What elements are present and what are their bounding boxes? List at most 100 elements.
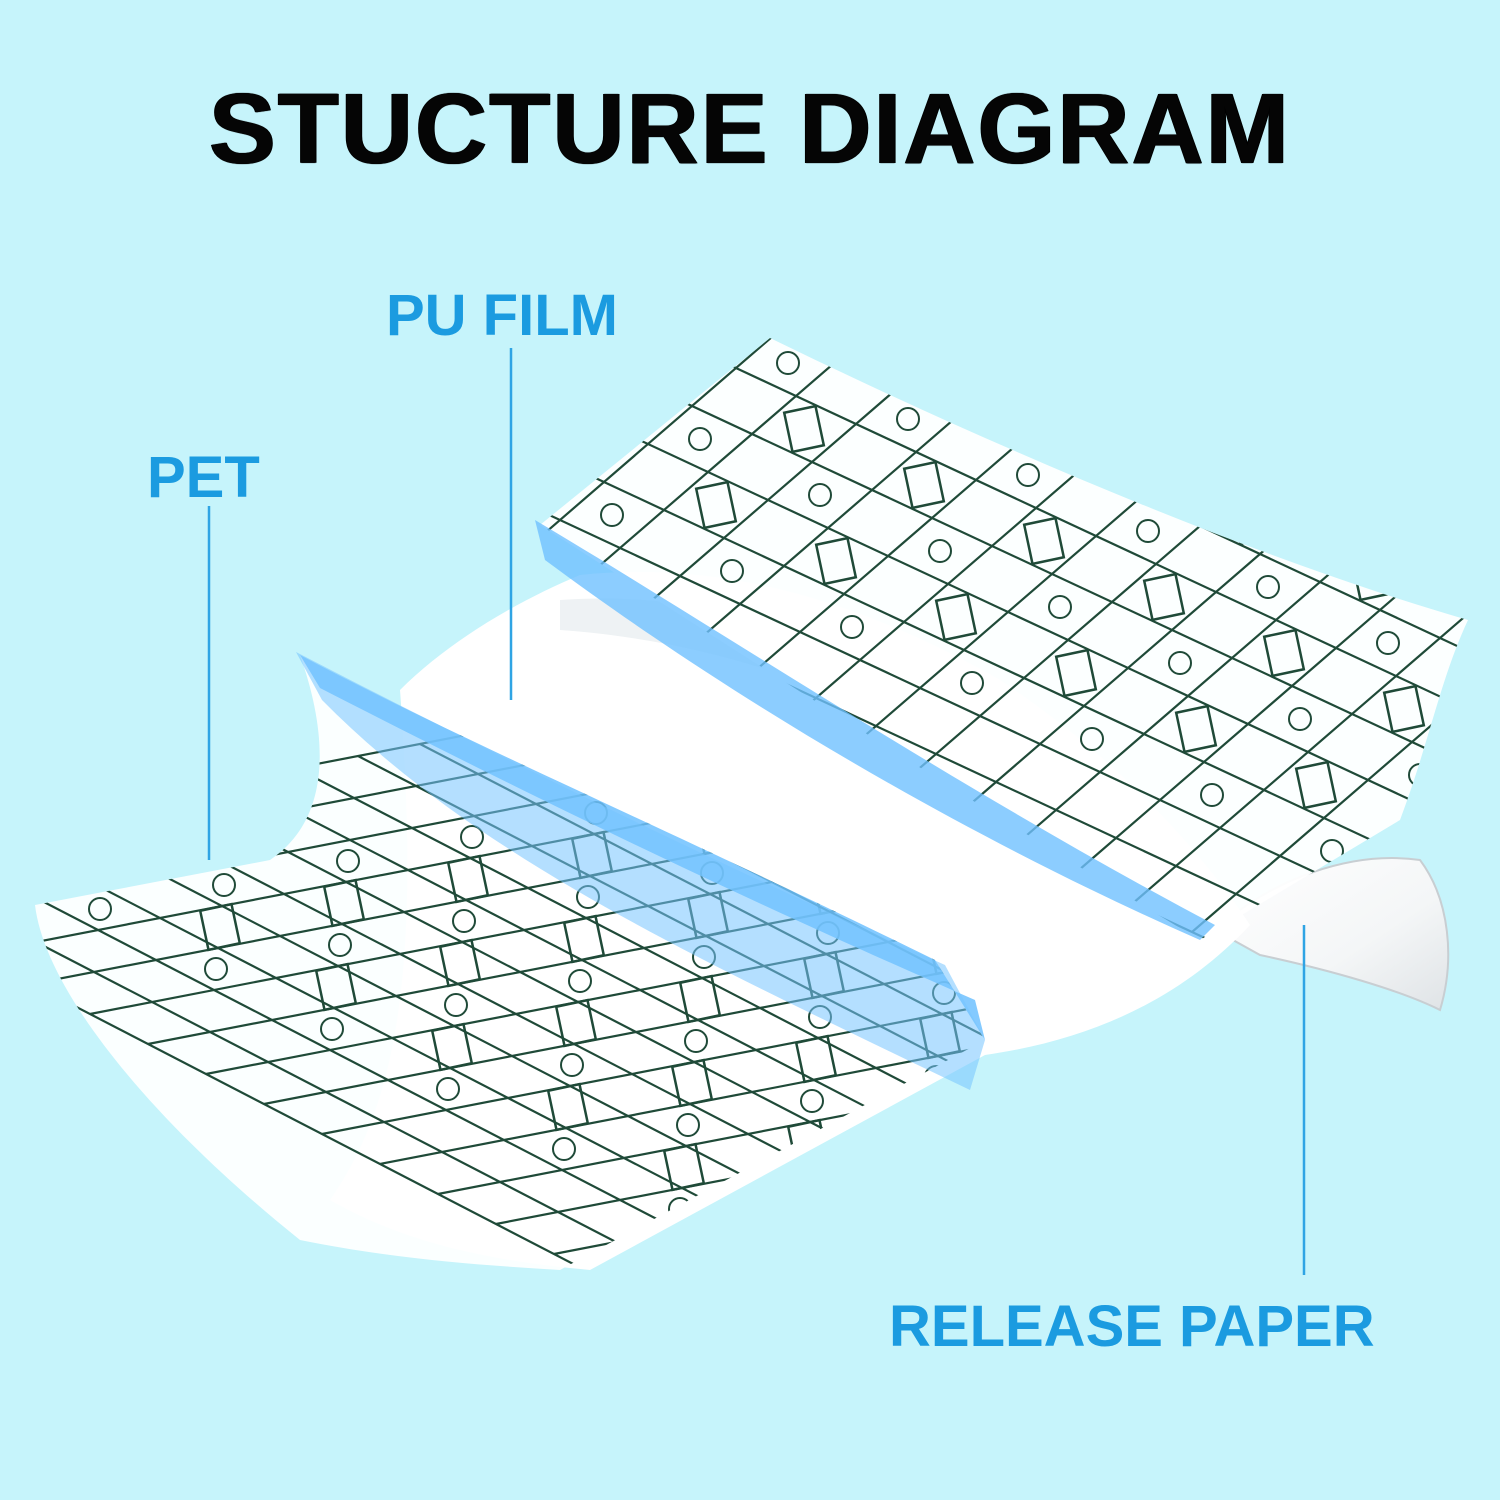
peel-symbol-icon [814,536,858,586]
peel-symbol-icon [430,1022,474,1072]
peel-symbol-icon [1198,364,1242,414]
peel-symbol-icon [1382,684,1426,734]
peel-symbol-icon [678,974,722,1024]
label-pet: PET [147,445,260,510]
do-not-reuse-symbol [328,933,352,957]
grid-line [437,976,985,1196]
peel-symbol-icon [1142,572,1186,622]
do-not-reuse-symbol [1200,783,1224,807]
do-not-reuse-symbol [1049,1042,1071,1064]
do-not-reuse-symbol [600,503,624,527]
page-title: STUCTURE DIAGRAM [209,73,1291,185]
pet-edge-stripe-left-band [296,652,985,1090]
do-not-reuse-symbol [204,957,228,981]
peel-symbol-icon [1152,1132,1192,1178]
peel-symbol-icon [1318,420,1362,470]
do-not-reuse-symbol [460,825,484,849]
peel-symbol-icon [870,338,914,378]
do-not-reuse-symbol [1289,1078,1311,1100]
do-not-reuse-symbol [1376,631,1400,655]
do-not-reuse-symbol [676,1113,700,1137]
peel-symbol-icon [1078,338,1122,358]
do-not-reuse-symbol [1297,994,1319,1016]
do-not-reuse-symbol [336,849,360,873]
do-not-reuse-symbol [1224,443,1248,467]
do-not-reuse-symbol [1256,575,1280,599]
do-not-reuse-symbol [960,671,984,695]
peel-symbol-icon [1472,610,1500,656]
do-not-reuse-symbol [320,1017,344,1041]
do-not-reuse-symbol [1048,595,1072,619]
do-not-reuse-symbol [444,993,468,1017]
grid-line [615,338,1468,817]
peel-symbol-icon [1160,1048,1200,1094]
grid-line [571,349,1468,855]
peel-symbol-icon [1022,516,1066,566]
peel-symbol-icon [554,998,598,1048]
pet-edge-stripe-right [535,520,1215,940]
peel-symbol-icon [546,1082,590,1132]
do-not-reuse-symbol [1288,707,1312,731]
pet-sheet-left [35,652,1440,1270]
do-not-reuse-symbol [436,1077,460,1101]
do-not-reuse-symbol [88,897,112,921]
peel-symbol-icon [1110,440,1154,490]
peel-symbol-icon [960,254,1000,300]
do-not-reuse-symbol [916,1149,940,1173]
do-not-reuse-symbol [840,615,864,639]
do-not-reuse-symbol [808,483,832,507]
peel-symbol-icon [1400,1084,1440,1130]
do-not-reuse-symbol [800,1089,824,1113]
do-not-reuse-symbol [452,909,476,933]
peel-symbol-icon [1294,760,1338,810]
do-not-reuse-symbol [792,1173,816,1197]
do-not-reuse-symbol [1168,651,1192,675]
do-not-reuse-symbol [552,1137,576,1161]
do-not-reuse-symbol [896,407,920,431]
peel-symbol-icon [670,1058,714,1108]
peel-symbol-icon [902,460,946,510]
peel-symbol-icon [1028,1156,1068,1202]
do-not-reuse-symbol [720,559,744,583]
peel-symbol-icon [322,878,366,928]
do-not-reuse-symbol [1016,463,1040,487]
do-not-reuse-symbol [1080,727,1104,751]
peel-symbol-icon [934,592,978,642]
do-not-reuse-symbol [1104,387,1128,411]
peel-symbol-icon [562,914,606,964]
do-not-reuse-symbol [1464,555,1468,579]
peel-symbol-icon [662,1142,706,1192]
do-not-reuse-symbol [568,969,592,993]
label-release-paper: RELEASE PAPER [889,1294,1375,1359]
peel-symbol-icon [782,404,826,454]
do-not-reuse-symbol [560,1053,584,1077]
peel-symbol-icon [794,1034,838,1084]
do-not-reuse-symbol [1136,519,1160,543]
peel-symbol-icon [1276,1108,1316,1154]
peel-symbol-icon [314,962,358,1012]
peel-symbol-icon [1230,496,1274,546]
peel-symbol-icon [990,384,1034,434]
do-not-reuse-symbol [212,873,236,897]
do-not-reuse-symbol [1344,499,1368,523]
do-not-reuse-symbol [984,338,1008,355]
peel-symbol-icon [1262,628,1306,678]
peel-symbol-icon [1054,648,1098,698]
label-pu-film: PU FILM [386,283,618,348]
do-not-reuse-symbol [928,539,952,563]
do-not-reuse-symbol [1165,1102,1187,1124]
peel-symbol-icon [910,1094,954,1144]
peel-symbol-icon [1036,1072,1076,1118]
peel-symbol-icon [446,854,490,904]
do-not-reuse-symbol [684,1029,708,1053]
peel-symbol-icon [198,902,242,952]
peel-symbol-icon [902,1178,946,1228]
peel-symbol-icon [778,1202,822,1252]
peel-symbol-icon [1414,816,1458,866]
do-not-reuse-symbol [776,351,800,375]
peel-symbol-icon [1174,704,1218,754]
peel-symbol-icon [694,480,738,530]
peel-symbol-icon [438,938,482,988]
do-not-reuse-symbol [688,427,712,451]
